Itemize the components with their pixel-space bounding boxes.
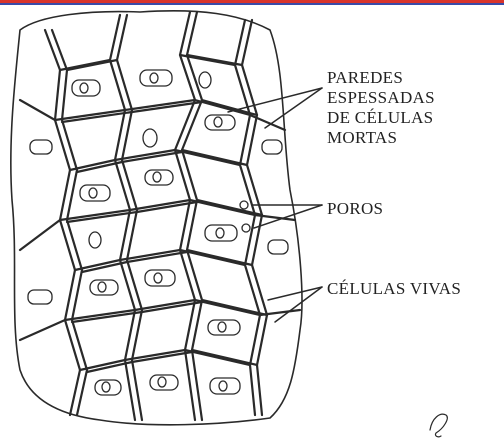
label-line: DE CÉLULAS bbox=[327, 108, 435, 128]
label-line: MORTAS bbox=[327, 128, 435, 148]
label-line: PAREDES bbox=[327, 68, 435, 88]
pores bbox=[240, 201, 250, 232]
sketch-mark bbox=[430, 414, 447, 437]
label-living-cells: CÉLULAS VIVAS bbox=[327, 279, 461, 299]
thickened-walls bbox=[20, 12, 300, 420]
label-thickened-walls: PAREDES ESPESSADAS DE CÉLULAS MORTAS bbox=[327, 68, 435, 148]
label-line: ESPESSADAS bbox=[327, 88, 435, 108]
label-pores: POROS bbox=[327, 199, 383, 219]
pointer-lines bbox=[228, 88, 322, 322]
